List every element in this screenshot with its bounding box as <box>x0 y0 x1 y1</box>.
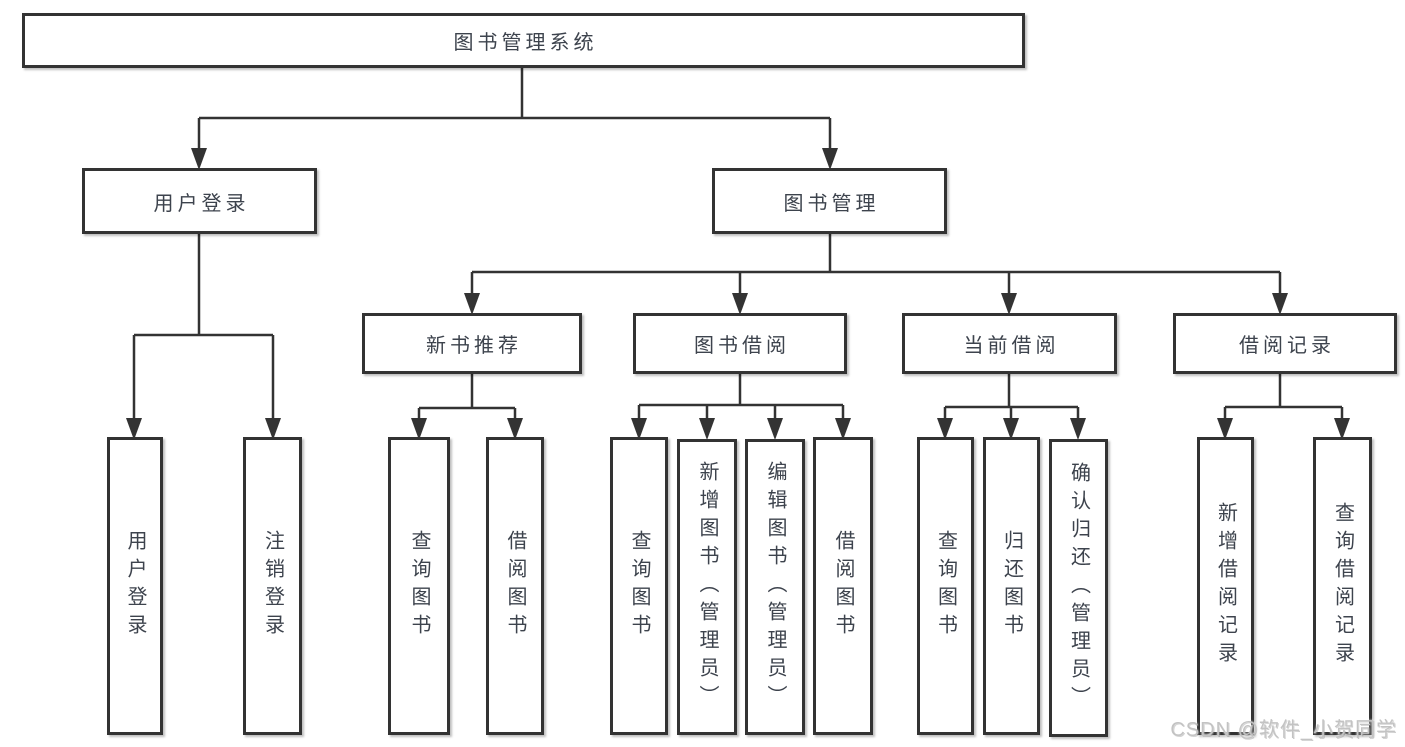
node-label: 图书管理系统 <box>453 32 598 54</box>
arrowhead-icon <box>464 293 480 315</box>
arrowhead-icon <box>126 418 142 440</box>
node-borrow-records: 借阅记录 <box>1173 313 1397 374</box>
arrowhead-icon <box>1217 418 1233 440</box>
leaf-label: 借阅图书 <box>504 530 526 642</box>
node-label: 图书管理 <box>783 192 880 215</box>
leaf-label: 用户登录 <box>124 530 146 642</box>
leaf-label: 确认归还（管理员） <box>1067 462 1090 714</box>
leaf-query-books-2: 查询图书 <box>610 437 668 735</box>
tree-edges <box>132 68 1344 421</box>
node-label: 新书推荐 <box>426 335 522 357</box>
leaf-user-login: 用户登录 <box>107 437 163 735</box>
node-root-system: 图书管理系统 <box>22 13 1025 68</box>
arrowhead-icon <box>507 418 523 440</box>
arrowhead-icon <box>732 293 748 315</box>
node-label: 用户登录 <box>153 192 250 215</box>
leaf-label: 查询图书 <box>628 530 650 642</box>
arrowheads <box>126 148 1350 440</box>
node-label: 借阅记录 <box>1239 335 1335 357</box>
node-book-management: 图书管理 <box>712 168 947 234</box>
leaf-edit-books-admin: 编辑图书（管理员） <box>745 439 805 735</box>
node-label: 当前借阅 <box>963 335 1060 357</box>
leaf-query-borrow-record: 查询借阅记录 <box>1313 437 1372 735</box>
arrowhead-icon <box>265 418 281 440</box>
node-label: 图书借阅 <box>694 335 790 357</box>
leaf-label: 查询图书 <box>408 530 430 642</box>
arrowhead-icon <box>191 148 207 170</box>
leaf-borrow-books-2: 借阅图书 <box>813 437 873 735</box>
arrowhead-icon <box>631 418 647 440</box>
leaf-label: 归还图书 <box>1000 530 1023 642</box>
leaf-logout: 注销登录 <box>243 437 302 735</box>
node-book-borrow: 图书借阅 <box>633 313 847 374</box>
leaf-label: 借阅图书 <box>832 530 854 642</box>
leaf-query-books-3: 查询图书 <box>917 437 974 735</box>
arrowhead-icon <box>937 418 953 440</box>
arrowhead-icon <box>835 418 851 440</box>
arrowhead-icon <box>1001 293 1017 315</box>
leaf-add-borrow-record: 新增借阅记录 <box>1197 437 1254 735</box>
leaf-borrow-books: 借阅图书 <box>486 437 544 735</box>
leaf-label: 注销登录 <box>261 530 284 642</box>
watermark: CSDN @软件_小贺同学 <box>1170 719 1397 741</box>
leaf-label: 查询借阅记录 <box>1331 502 1354 670</box>
arrowhead-icon <box>1070 418 1086 440</box>
leaf-label: 新增图书（管理员） <box>696 461 718 713</box>
leaf-confirm-return-admin: 确认归还（管理员） <box>1049 439 1108 737</box>
node-new-book-recommend: 新书推荐 <box>362 313 582 374</box>
arrowhead-icon <box>411 418 427 440</box>
arrowhead-icon <box>1334 418 1350 440</box>
arrowhead-icon <box>699 418 715 440</box>
leaf-label: 查询图书 <box>934 530 957 642</box>
arrowhead-icon <box>1272 293 1288 315</box>
node-current-borrow: 当前借阅 <box>902 313 1117 374</box>
leaf-label: 新增借阅记录 <box>1214 502 1237 670</box>
arrowhead-icon <box>822 148 838 170</box>
node-user-login: 用户登录 <box>82 168 317 234</box>
leaf-label: 编辑图书（管理员） <box>764 461 786 713</box>
leaf-query-books: 查询图书 <box>388 437 450 735</box>
arrowhead-icon <box>767 418 783 440</box>
leaf-add-books-admin: 新增图书（管理员） <box>677 439 737 735</box>
arrowhead-icon <box>1003 418 1019 440</box>
leaf-return-books: 归还图书 <box>983 437 1040 735</box>
